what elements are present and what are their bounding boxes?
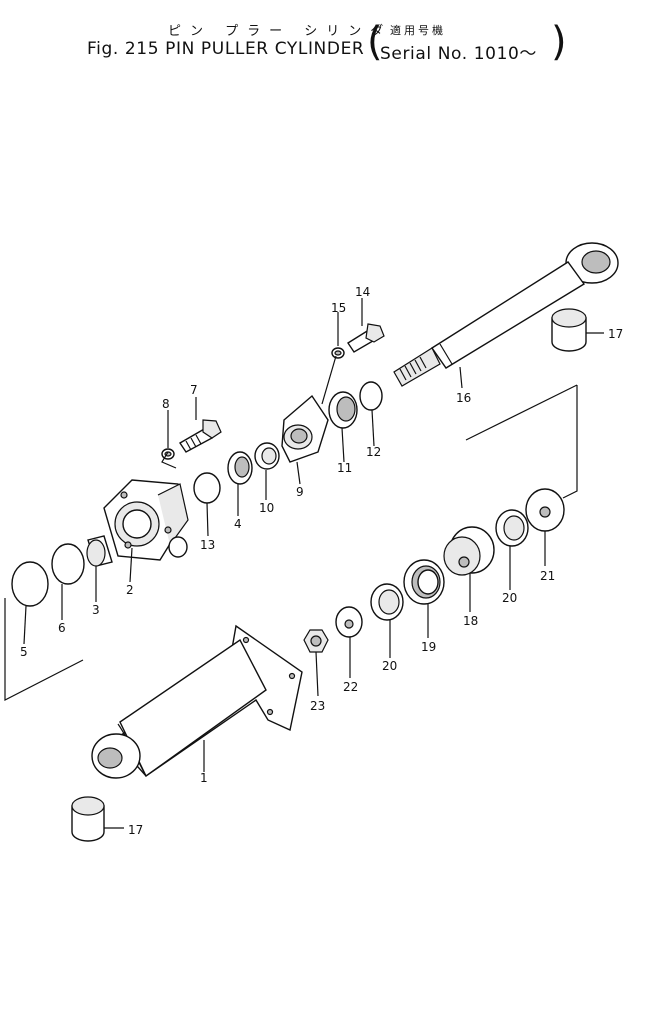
label-12: 12 [366, 445, 381, 459]
piston-ring [403, 559, 445, 605]
o-ring-6 [51, 543, 85, 585]
japanese-title: ピン プラー シリンダ [168, 24, 393, 39]
label-3: 3 [92, 603, 100, 617]
washer-22 [335, 606, 363, 638]
rod-packing [328, 391, 358, 429]
cylinder-tube [91, 624, 303, 779]
bolt-mid [179, 419, 222, 453]
label-8: 8 [162, 397, 170, 411]
label-15: 15 [331, 301, 346, 315]
applicable-label: 適用号機 [390, 24, 446, 37]
label-20-upper: 20 [502, 591, 517, 605]
label-17-bottom: 17 [128, 823, 143, 837]
figure-number: Fig. 215 [87, 39, 160, 59]
wear-ring-20-upper [495, 509, 529, 547]
label-7: 7 [190, 383, 198, 397]
axis-line-upper [465, 384, 578, 441]
close-paren: ) [551, 19, 567, 65]
label-14: 14 [355, 285, 370, 299]
head-cover [103, 479, 189, 561]
bushing-10 [254, 442, 280, 470]
label-21: 21 [540, 569, 555, 583]
axis-line-right [562, 385, 578, 499]
label-20-lower: 20 [382, 659, 397, 673]
wear-ring-20-lower [370, 583, 404, 621]
bushing-top [551, 308, 587, 352]
label-6: 6 [58, 621, 66, 635]
piston-rod [393, 242, 619, 387]
piston [443, 526, 495, 576]
washer-leader [321, 355, 337, 405]
leader-lines [23, 298, 604, 829]
washer-21 [525, 488, 565, 532]
label-4: 4 [234, 517, 242, 531]
packing-4 [227, 451, 253, 485]
label-10: 10 [259, 501, 274, 515]
label-2: 2 [126, 583, 134, 597]
label-5: 5 [20, 645, 28, 659]
bushing-bottom [71, 796, 105, 842]
label-13: 13 [200, 538, 215, 552]
serial-range: Serial No. 1010～ [380, 44, 537, 64]
label-18: 18 [463, 614, 478, 628]
label-17-top: 17 [608, 327, 623, 341]
backup-ring-5 [11, 561, 49, 607]
label-22: 22 [343, 680, 358, 694]
bushing-3 [86, 535, 113, 567]
label-9: 9 [296, 485, 304, 499]
figure-title: Fig. 215 PIN PULLER CYLINDER [87, 39, 364, 59]
washer-mid [161, 448, 175, 460]
washer-top [331, 347, 345, 359]
part-name: PIN PULLER CYLINDER [165, 39, 365, 59]
label-16: 16 [456, 391, 471, 405]
label-19: 19 [421, 640, 436, 654]
bolt-top [347, 323, 385, 353]
label-23: 23 [310, 699, 325, 713]
label-1: 1 [200, 771, 208, 785]
label-11: 11 [337, 461, 352, 475]
nut-23 [303, 629, 329, 653]
snap-ring [359, 381, 383, 411]
washer-8-leader [161, 451, 177, 469]
open-paren: ( [367, 19, 383, 65]
o-ring-13 [193, 472, 221, 504]
axis-line-left [4, 598, 84, 701]
rod-cover [281, 394, 329, 463]
